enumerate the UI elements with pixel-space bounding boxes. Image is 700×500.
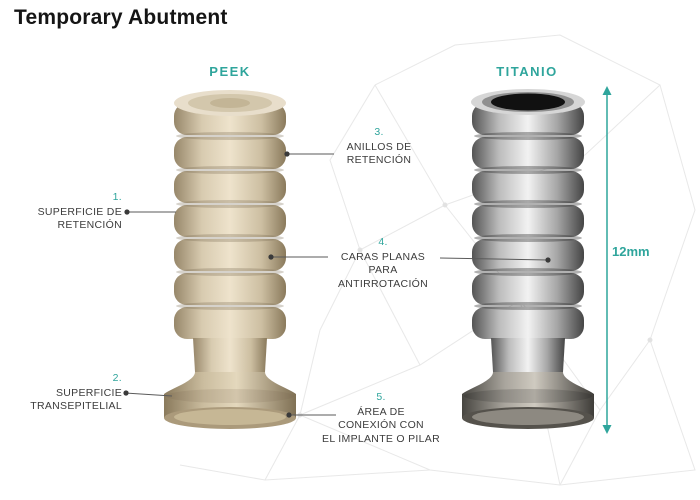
annotation-superficie-transepitelial: 2. SUPERFICIE TRANSEPITELIAL xyxy=(8,372,122,414)
annotation-number: 5. xyxy=(376,391,386,403)
annotation-superficie-retencion: 1. SUPERFICIE DE RETENCIÓN xyxy=(8,191,122,233)
measurement-value: 12mm xyxy=(612,244,650,259)
annotation-area-conexion: 5. ÁREA DE CONEXIÓN CON EL IMPLANTE O PI… xyxy=(308,391,454,447)
peek-abutment-illustration xyxy=(164,90,296,429)
page-title: Temporary Abutment xyxy=(14,6,228,29)
titanio-column-label: TITANIO xyxy=(496,64,558,79)
annotation-text: CARAS PLANAS PARA ANTIRROTACIÓN xyxy=(337,250,429,290)
annotation-text: SUPERFICIE TRANSEPITELIAL xyxy=(30,386,122,413)
annotation-number: 1. xyxy=(112,191,122,203)
annotation-text: ÁREA DE CONEXIÓN CON EL IMPLANTE O PILAR xyxy=(322,405,440,445)
annotation-text: SUPERFICIE DE RETENCIÓN xyxy=(37,205,122,232)
measurement-arrow xyxy=(602,86,612,434)
annotation-number: 4. xyxy=(378,236,388,248)
annotation-number: 3. xyxy=(374,126,384,138)
annotation-number: 2. xyxy=(112,372,122,384)
annotation-anillos-retencion: 3. ANILLOS DE RETENCIÓN xyxy=(320,126,438,168)
annotation-caras-planas: 4. CARAS PLANAS PARA ANTIRROTACIÓN xyxy=(322,236,444,292)
titanio-abutment-illustration xyxy=(462,89,594,429)
annotation-text: ANILLOS DE RETENCIÓN xyxy=(346,140,412,167)
peek-column-label: PEEK xyxy=(209,64,251,79)
leader-lines xyxy=(123,151,551,418)
